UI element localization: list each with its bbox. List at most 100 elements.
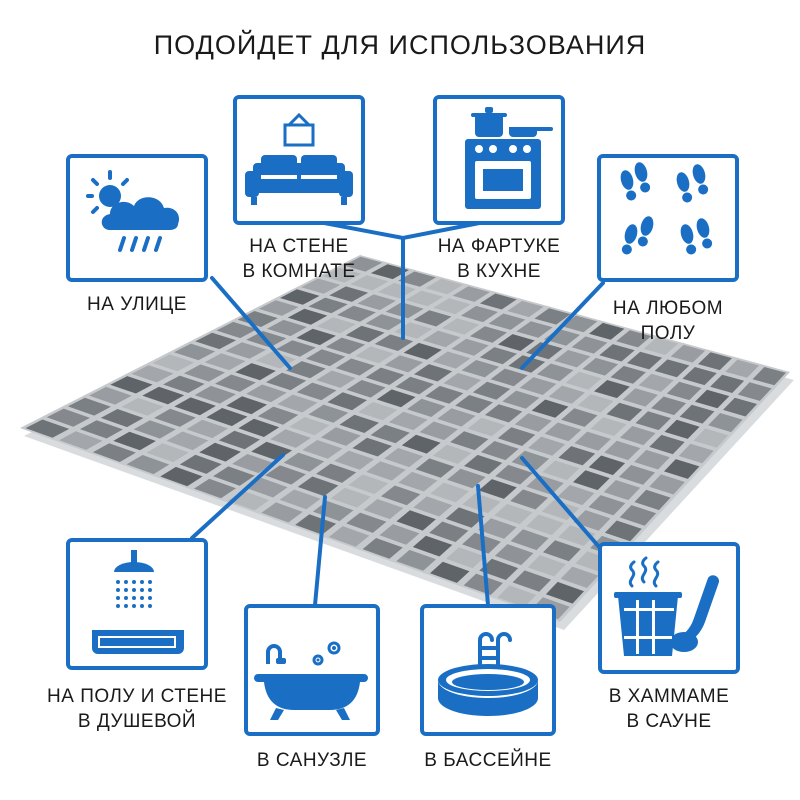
card-floor: [597, 154, 739, 282]
mosaic-tile: [497, 427, 536, 446]
label-room-wall-line1: НА СТЕНЕ: [249, 236, 349, 257]
mosaic-tile: [302, 440, 343, 459]
mosaic-tile: [327, 392, 367, 411]
card-kitchen: [433, 95, 565, 225]
mosaic-tile: [527, 555, 566, 577]
mosaic-tile: [160, 466, 203, 487]
mosaic-tile: [238, 418, 280, 437]
mosaic-tile: [267, 319, 307, 337]
mosaic-tile: [627, 351, 663, 370]
mosaic-tile: [216, 321, 257, 339]
mosaic-tile: [723, 397, 757, 417]
mosaic-tile: [398, 471, 438, 492]
mosaic-tile: [358, 402, 398, 421]
label-pool: В БАССЕЙНЕ: [410, 748, 566, 773]
mosaic-tile: [226, 396, 268, 415]
mosaic-tile: [480, 441, 519, 461]
mosaic-tile: [286, 361, 326, 379]
mosaic-tile: [560, 566, 599, 588]
mosaic-tile: [554, 350, 591, 368]
mosaic-tile: [334, 450, 375, 470]
page-title: ПОДОЙДЕТ ДЛЯ ИСПОЛЬЗОВАНИЯ: [153, 30, 647, 60]
label-bathroom: В САНУЗЛЕ: [234, 748, 390, 773]
mosaic-tile: [215, 374, 256, 392]
label-outdoor: НА УЛИЦЕ: [66, 292, 208, 317]
mosaic-tile: [270, 429, 311, 448]
mosaic-tile: [495, 464, 533, 485]
mosaic-tile: [154, 408, 196, 427]
mosaic-tile: [362, 538, 403, 559]
mosaic-tile: [308, 404, 349, 423]
mosaic-tile: [446, 547, 486, 569]
mosaic-tile: [363, 499, 404, 520]
mosaic-tile: [432, 444, 472, 464]
mosaic-tile: [365, 314, 405, 331]
mosaic-tile: [59, 431, 103, 450]
mosaic-tile: [279, 489, 321, 510]
mosaic-tile: [573, 470, 610, 491]
mosaic-tile: [277, 394, 318, 413]
mosaic-tile: [195, 332, 237, 350]
mosaic-tile: [412, 535, 453, 557]
mosaic-tile: [121, 397, 164, 416]
mosaic-tile: [589, 322, 625, 340]
mosaic-tile: [415, 458, 455, 478]
label-sauna-line1: В ХАММАМЕ: [608, 686, 730, 707]
label-pool-line1: В БАССЕЙНЕ: [424, 750, 552, 771]
label-outdoor-line1: НА УЛИЦЕ: [87, 294, 187, 315]
mosaic-tile: [531, 399, 569, 418]
mosaic-tile: [316, 463, 357, 483]
label-shower-line1: НА ПОЛУ И СТЕНЕ: [47, 686, 227, 707]
mosaic-tile: [246, 384, 287, 403]
label-kitchen-line2: В КУХНЕ: [457, 261, 541, 282]
mosaic-tile: [287, 308, 328, 325]
mosaic-tile: [682, 367, 717, 386]
mosaic-tile: [320, 427, 361, 446]
label-shower-line2: В ДУШЕВОЙ: [77, 711, 197, 732]
mosaic-tile: [649, 474, 685, 495]
mosaic-tile: [599, 344, 635, 362]
mosaic-tile: [433, 298, 471, 315]
mosaic-tile: [651, 396, 687, 416]
mosaic-tile: [301, 278, 341, 294]
mosaic-tile: [479, 347, 517, 365]
mosaic-tile: [380, 485, 421, 506]
mosaic-tile: [92, 443, 136, 462]
mosaic-tile: [534, 308, 571, 325]
mosaic-tile: [379, 524, 420, 545]
mosaic-tile: [590, 417, 627, 436]
mosaic-tile: [543, 540, 581, 562]
mosaic-tile: [425, 278, 463, 295]
mosaic-tile: [452, 286, 490, 302]
bathtub-icon: [254, 641, 368, 720]
mosaic-tile: [478, 479, 517, 499]
mosaic-tile: [443, 373, 482, 391]
mosaic-tile: [432, 351, 471, 369]
label-bathroom-line1: В САНУЗЛЕ: [256, 750, 368, 771]
mosaic-tile: [308, 297, 348, 314]
label-sauna: В ХАММАМЕ В САУНЕ: [588, 684, 750, 734]
mosaic-tile: [571, 336, 608, 354]
connector-floor: [520, 281, 605, 370]
mosaic-tile: [430, 561, 470, 583]
mosaic-tile: [316, 317, 356, 334]
mosaic-tile: [355, 346, 395, 364]
mosaic-tile: [113, 431, 156, 451]
mosaic-tile: [194, 478, 236, 499]
mosaic-tile: [461, 360, 500, 378]
connector-sauna: [520, 456, 602, 550]
mosaic-tile: [536, 363, 574, 382]
mosaic-tile: [329, 286, 369, 302]
mosaic-tile: [643, 337, 679, 355]
mosaic-tile: [516, 321, 553, 338]
mosaic-tile: [542, 460, 580, 481]
connector-shower: [190, 453, 285, 540]
mosaic-tile: [514, 413, 552, 432]
mosaic-tile: [634, 489, 671, 511]
card-bathroom: [244, 604, 380, 736]
mosaic-tile: [494, 503, 533, 525]
mosaic-tile: [678, 443, 714, 464]
mosaic-tile: [343, 256, 383, 272]
sofa-icon: [245, 112, 353, 205]
mosaic-tile: [346, 380, 386, 398]
